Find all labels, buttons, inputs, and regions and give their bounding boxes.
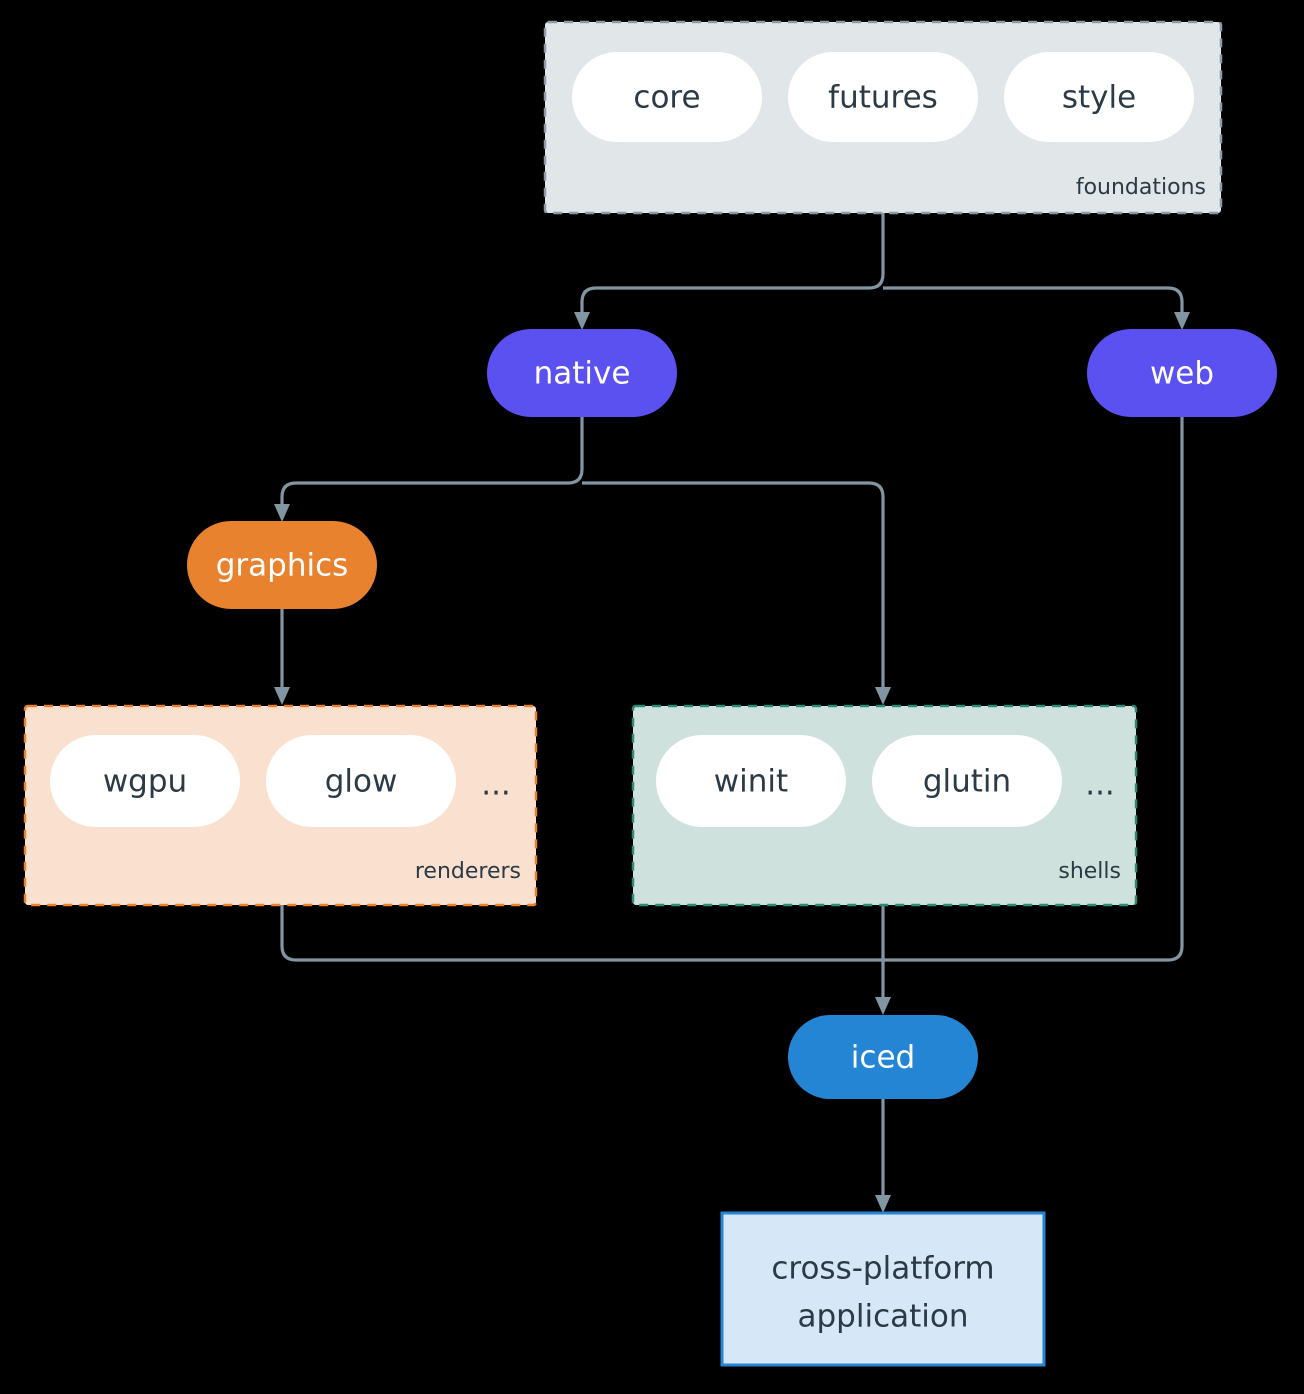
arrowhead-iced — [875, 997, 891, 1015]
arrowhead-shells — [875, 687, 891, 705]
arrowhead-web — [1174, 312, 1190, 330]
shells-ellipsis: ... — [1085, 767, 1115, 803]
node-graphics[interactable]: graphics — [187, 521, 377, 609]
edge-web-to-iced — [883, 417, 1184, 962]
node-graphics-label: graphics — [216, 548, 349, 584]
chip-winit-shape[interactable] — [656, 735, 846, 827]
edge-layer — [274, 213, 1190, 1213]
chip-glow-label: glow — [325, 764, 398, 800]
chip-glutin-label: glutin — [923, 764, 1011, 800]
chip-style-label: style — [1062, 80, 1136, 116]
arrowhead-application — [875, 1195, 891, 1213]
arrowhead-renderers — [274, 687, 290, 705]
box-application-line1: cross-platform — [771, 1251, 994, 1287]
edge-foundations-to-web — [883, 286, 1184, 317]
edge-renderers-to-iced — [280, 905, 883, 962]
node-iced-shape[interactable] — [788, 1015, 978, 1099]
box-cross-platform-application-shape[interactable] — [720, 1211, 1046, 1367]
chip-wgpu-label: wgpu — [103, 764, 187, 800]
chip-futures-shape[interactable] — [788, 52, 978, 142]
chip-winit-label: winit — [714, 764, 788, 800]
chip-glutin-shape[interactable] — [872, 735, 1062, 827]
arrowhead-graphics — [274, 504, 290, 522]
node-web-shape[interactable] — [1087, 329, 1277, 417]
chip-core-label: core — [633, 80, 700, 116]
group-foundations-label: foundations — [1076, 175, 1206, 200]
chip-futures-label: futures — [828, 80, 938, 116]
box-application-line2: application — [798, 1299, 969, 1335]
node-iced[interactable]: iced — [788, 1015, 978, 1099]
renderers-ellipsis: ... — [481, 767, 511, 803]
node-iced-label: iced — [851, 1040, 915, 1076]
chip-glow-shape[interactable] — [266, 735, 456, 827]
chip-style-shape[interactable] — [1004, 52, 1194, 142]
node-graphics-shape[interactable] — [187, 521, 377, 609]
group-foundations: core futures style foundations — [543, 20, 1223, 215]
edge-native-to-graphics — [280, 417, 584, 509]
edge-foundations-to-native-web — [580, 213, 885, 317]
group-renderers-label: renderers — [415, 859, 521, 884]
chip-core-shape[interactable] — [572, 52, 762, 142]
node-web-label: web — [1150, 356, 1214, 392]
box-cross-platform-application[interactable]: cross-platform application — [720, 1211, 1046, 1367]
group-shells: winit glutin ... shells — [631, 704, 1138, 907]
group-shells-label: shells — [1058, 859, 1121, 884]
chip-wgpu-shape[interactable] — [50, 735, 240, 827]
edge-native-to-shells — [582, 481, 885, 692]
group-renderers: wgpu glow ... renderers — [23, 704, 538, 907]
node-native-shape[interactable] — [487, 329, 677, 417]
node-native-label: native — [534, 356, 631, 392]
node-native[interactable]: native — [487, 329, 677, 417]
node-web[interactable]: web — [1087, 329, 1277, 417]
arrowhead-native — [574, 312, 590, 330]
